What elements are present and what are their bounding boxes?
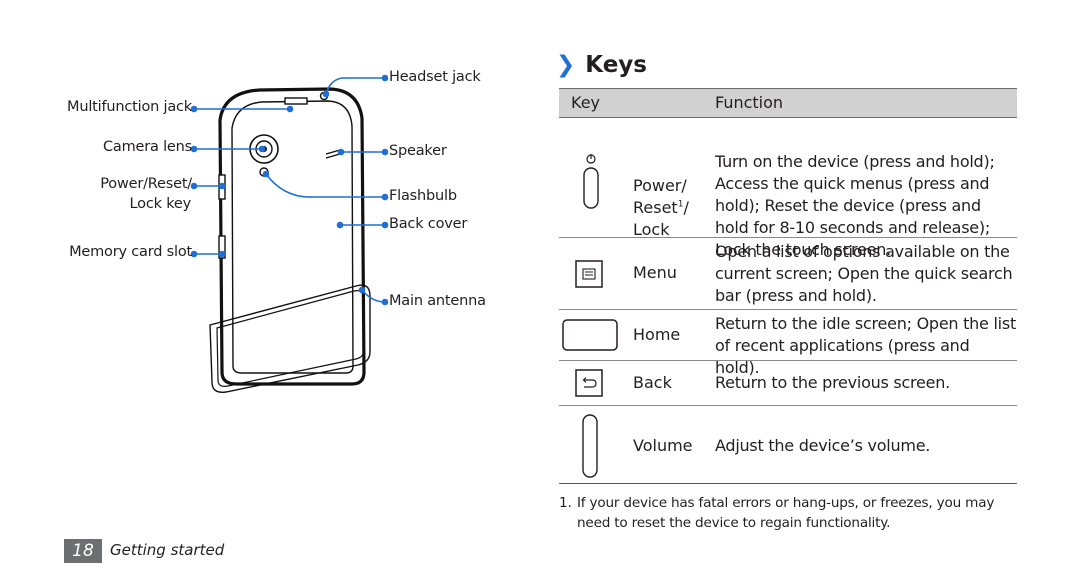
table-row-menu: Menu Open a list of options available on…	[559, 238, 1017, 310]
keys-table: Key Function Power/ Reset1/ Lock Turn on…	[559, 88, 1017, 484]
label-power-reset: Power/Reset/	[100, 176, 192, 192]
label-lock-key: Lock key	[129, 196, 192, 212]
footer-section-name: Getting started	[110, 541, 225, 559]
label-back-cover: Back cover	[389, 216, 468, 232]
footnote-number: 1.	[559, 495, 572, 511]
phone-illustration	[190, 74, 389, 393]
table-row-power: Power/ Reset1/ Lock Turn on the device (…	[559, 118, 1017, 259]
home-key-icon	[562, 319, 618, 351]
function-power: Turn on the device (press and hold); Acc…	[715, 152, 995, 259]
function-menu: Open a list of options available on the …	[715, 242, 1013, 305]
section-title: Keys	[585, 52, 647, 78]
label-multifunction-jack: Multifunction jack	[67, 99, 192, 115]
footnote-text: If your device has fatal errors or hang-…	[577, 495, 995, 531]
table-row-back: Back Return to the previous screen.	[559, 361, 1017, 406]
menu-key-icon	[575, 260, 603, 288]
label-camera-lens: Camera lens	[102, 139, 192, 155]
label-memory-card-slot: Memory card slot	[69, 244, 192, 260]
key-name-menu: Menu	[633, 263, 677, 282]
section-heading: ❯ Keys	[556, 52, 647, 78]
function-volume: Adjust the device’s volume.	[715, 436, 931, 455]
key-name-volume: Volume	[633, 436, 693, 455]
header-key: Key	[571, 93, 601, 112]
power-key-icon	[583, 154, 599, 209]
table-row-home: Home Return to the idle screen; Open the…	[559, 310, 1017, 377]
key-name-power: Power/ Reset1/ Lock	[633, 176, 689, 239]
key-name-back: Back	[633, 373, 672, 392]
phone-back-diagram: Multifunction jack Camera lens Power/Res…	[67, 69, 486, 393]
function-home: Return to the idle screen; Open the list…	[715, 314, 1016, 377]
back-key-icon	[575, 369, 603, 397]
table-header: Key Function	[559, 88, 1017, 118]
chevron-right-icon: ❯	[556, 52, 576, 78]
label-headset-jack: Headset jack	[389, 69, 481, 85]
volume-key-icon	[582, 414, 598, 478]
table-row-volume: Volume Adjust the device’s volume.	[559, 406, 1017, 484]
function-back: Return to the previous screen.	[715, 373, 950, 392]
label-main-antenna: Main antenna	[389, 293, 486, 309]
header-function: Function	[715, 93, 784, 112]
key-name-home: Home	[633, 325, 681, 344]
label-speaker: Speaker	[389, 143, 447, 159]
page-number: 18	[64, 539, 102, 563]
label-flashbulb: Flashbulb	[389, 188, 457, 204]
